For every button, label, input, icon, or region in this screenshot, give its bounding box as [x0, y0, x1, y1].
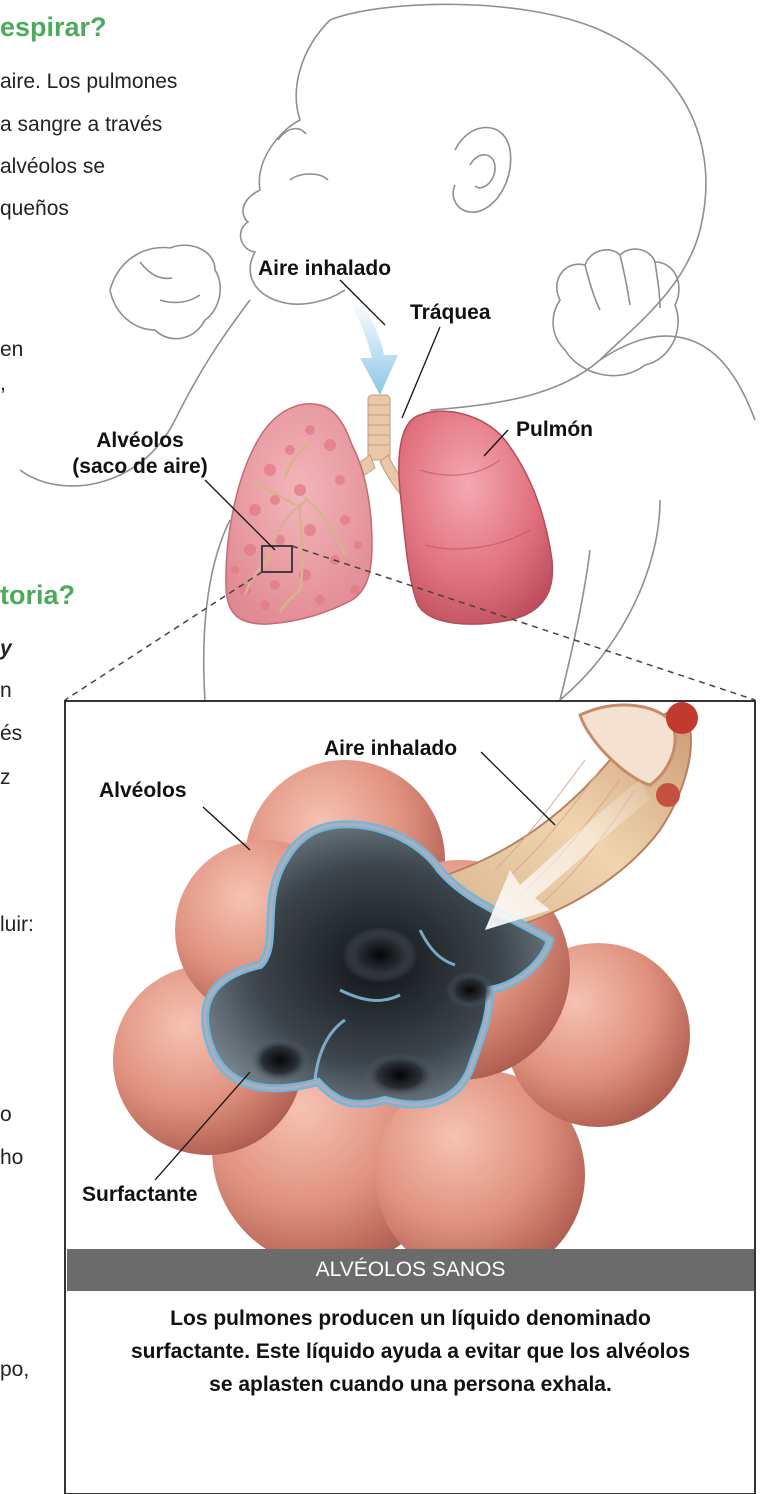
body-line: és	[0, 722, 22, 746]
body-line: alvéolos se	[0, 155, 105, 179]
body-line: z	[0, 766, 11, 790]
body-line: a sangre a través	[0, 113, 162, 137]
label-alveolos-panel: Alvéolos	[99, 778, 187, 804]
label-traquea: Tráquea	[410, 300, 491, 326]
label-alveolos-line2: (saco de aire)	[70, 454, 210, 480]
body-line: y	[0, 637, 12, 661]
label-surfactante: Surfactante	[82, 1182, 198, 1208]
body-line: queños	[0, 197, 69, 221]
caption-line: se aplasten cuando una persona exhala.	[67, 1368, 754, 1401]
section-heading-mid: toria?	[0, 580, 75, 611]
body-line: en	[0, 338, 23, 362]
body-line: po,	[0, 1358, 29, 1382]
label-alveolos-saco: Alvéolos (saco de aire)	[70, 428, 210, 480]
body-line: luir:	[0, 913, 34, 937]
child-outline	[20, 4, 755, 700]
caption-line: Los pulmones producen un líquido denomin…	[67, 1302, 754, 1335]
panel-caption: Los pulmones producen un líquido denomin…	[67, 1302, 754, 1401]
right-lung	[399, 411, 553, 624]
caption-line: surfactante. Este líquido ayuda a evitar…	[67, 1335, 754, 1368]
label-alveolos-line1: Alvéolos	[70, 428, 210, 454]
body-line: ,	[0, 372, 6, 396]
panel-title-banner: ALVÉOLOS SANOS	[67, 1249, 754, 1291]
body-line: aire. Los pulmones	[0, 70, 177, 94]
body-line: o	[0, 1103, 12, 1127]
body-line: n	[0, 679, 12, 703]
label-aire-inhalado: Aire inhalado	[258, 256, 391, 282]
body-line: ho	[0, 1146, 23, 1170]
section-heading-top: espirar?	[0, 12, 107, 43]
label-pulmon: Pulmón	[516, 417, 593, 443]
label-aire-inhalado-panel: Aire inhalado	[324, 736, 457, 762]
